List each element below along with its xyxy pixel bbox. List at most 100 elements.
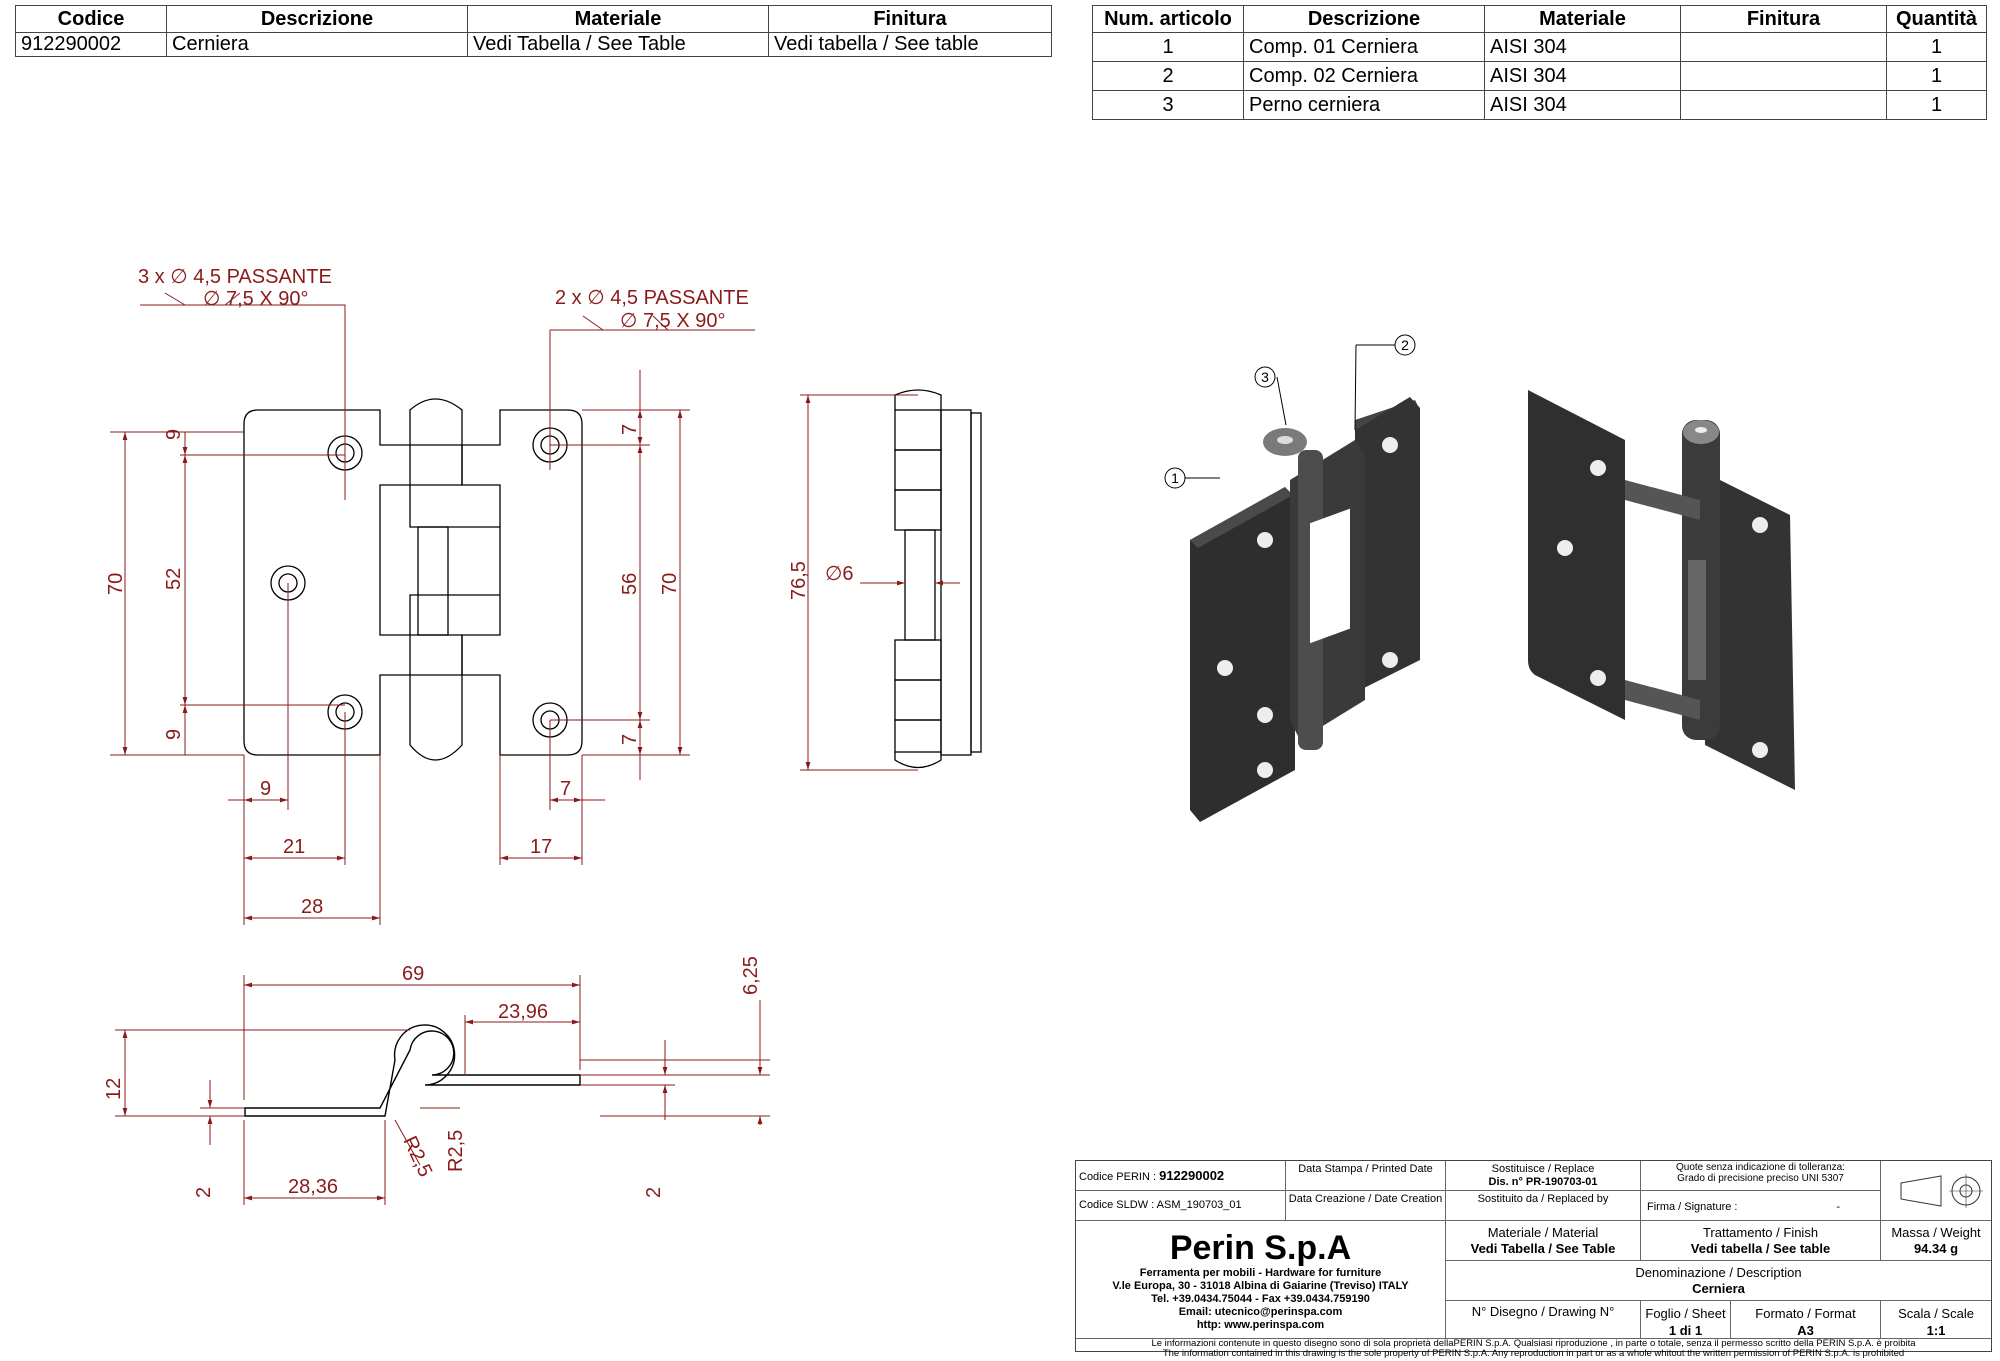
finish-label: Trattamento / Finish: [1702, 1225, 1819, 1240]
dim-70-left: 70: [105, 573, 127, 595]
isometric-view-back: [1528, 390, 1795, 790]
item-number-header: Num. articolo: [1092, 5, 1244, 33]
finish-cell: Vedi tabella / See table: [768, 32, 1052, 57]
hole-note-left: 3 x ∅ 4,5 PASSANTE: [138, 266, 332, 288]
dim-28-36: 28,36: [288, 1176, 338, 1198]
dim-9-bottom: 9: [163, 729, 185, 740]
item-number: 3: [1092, 90, 1244, 120]
dim-r2-5-a: R2,5: [398, 1133, 436, 1181]
dim-17: 17: [530, 836, 552, 858]
balloon-label-2: 2: [1401, 337, 1409, 353]
balloon-2: [1394, 334, 1416, 356]
sheet-value: 1 di 1: [1668, 1323, 1703, 1338]
part-description: Comp. 02 Cerniera: [1243, 61, 1485, 91]
copyright-notice-it: Le informazioni contenute in questo dise…: [1151, 1338, 1916, 1349]
finish-header: Finitura: [768, 5, 1052, 33]
balloon-label-1: 1: [1171, 470, 1179, 486]
dim-2-right: 2: [643, 1187, 665, 1198]
weight-label: Massa / Weight: [1891, 1225, 1981, 1240]
sldw-code: Codice SLDW : ASM_190703_01: [1076, 1191, 1286, 1221]
part-description: Perno cerniera: [1243, 90, 1485, 120]
dim-9-horizontal: 9: [260, 778, 271, 800]
dim-9-top: 9: [163, 429, 185, 440]
company-name: Perin S.p.A: [1169, 1229, 1352, 1267]
description-cell: Cerniera: [166, 32, 468, 57]
dim-7-top: 7: [619, 424, 641, 435]
balloon-label-3: 3: [1261, 369, 1269, 385]
quantity: 1: [1886, 90, 1987, 120]
copyright-notice-en: The information contained in this drawin…: [1162, 1348, 1905, 1359]
title-block: Codice PERIN : 912290002 Data Stampa / P…: [1075, 1160, 1992, 1359]
description-label: Denominazione / Description: [1635, 1265, 1802, 1280]
signature-dash: -: [1836, 1201, 1840, 1213]
countersink-note-right: ∅ 7,5 X 90°: [620, 310, 725, 332]
dim-12: 12: [103, 1078, 125, 1100]
dim-21: 21: [283, 836, 305, 858]
date-creation-label: Data Creazione / Date Creation: [1286, 1191, 1446, 1221]
weight-value: 94.34 g: [1913, 1241, 1959, 1256]
isometric-view-front: [1190, 397, 1420, 822]
dim-diameter-6: ∅6: [825, 563, 854, 585]
replaced-by-label: Sostituito da / Replaced by: [1446, 1191, 1641, 1221]
countersink-note-left: ∅ 7,5 X 90°: [203, 288, 308, 310]
dim-6-25: 6,25: [740, 956, 762, 995]
code-header: Codice: [15, 5, 167, 33]
dimension-lines: [110, 292, 960, 1205]
drawing-replace-number: Dis. n° PR-190703-01: [1488, 1176, 1598, 1188]
quantity: 1: [1886, 61, 1987, 91]
tolerance-note-2: Grado di precisione preciso UNI 5307: [1677, 1173, 1844, 1184]
part-finish-header: Finitura: [1680, 5, 1887, 33]
part-material: AISI 304: [1484, 90, 1681, 120]
balloons: [1164, 334, 1416, 489]
dim-23-96: 23,96: [498, 1001, 548, 1023]
signature-label: Firma / Signature :: [1647, 1201, 1738, 1213]
dim-56: 56: [619, 573, 641, 595]
front-view: [243, 398, 583, 761]
format-label: Formato / Format: [1755, 1306, 1856, 1321]
dim-7-horizontal: 7: [560, 778, 571, 800]
parts-table: Num. articolo Descrizione Materiale Fini…: [1092, 5, 1987, 120]
replace-label: Sostituisce / Replace: [1491, 1163, 1595, 1175]
quantity-header: Quantità: [1886, 5, 1987, 33]
balloon-1: [1164, 467, 1186, 489]
tolerance-note-1: Quote senza indicazione di tolleranza:: [1676, 1162, 1845, 1173]
projection-symbol-icon: [1900, 1174, 1983, 1208]
company-website: http: www.perinspa.com: [1196, 1319, 1325, 1331]
projection-symbol: [1881, 1161, 1991, 1221]
part-material: AISI 304: [1484, 32, 1681, 62]
hole-note-right: 2 x ∅ 4,5 PASSANTE: [555, 287, 749, 309]
dim-76-5: 76,5: [788, 561, 810, 600]
description-value: Cerniera: [1692, 1281, 1745, 1296]
printed-date-label: Data Stampa / Printed Date: [1286, 1161, 1446, 1191]
scale-value: 1:1: [1926, 1323, 1946, 1338]
balloon-3: [1254, 366, 1276, 388]
dim-52: 52: [163, 568, 185, 590]
codice-perin-label: Codice PERIN :: [1079, 1171, 1157, 1183]
dimension-text: 3 x ∅ 4,5 PASSANTE ∅ 7,5 X 90° 2 x ∅ 4,5…: [103, 266, 854, 1198]
table-row: 3 Perno cerniera AISI 304 1: [1092, 90, 1987, 120]
company-tagline: Ferramenta per mobili - Hardware for fur…: [1139, 1267, 1382, 1279]
company-address: V.le Europa, 30 - 31018 Albina di Gaiari…: [1112, 1280, 1409, 1292]
company-phone: Tel. +39.0434.75044 - Fax +39.0434.75919…: [1151, 1293, 1370, 1305]
material-label: Materiale / Material: [1487, 1225, 1599, 1240]
side-view: [894, 389, 982, 769]
item-number: 1: [1092, 32, 1244, 62]
part-material-header: Materiale: [1484, 5, 1681, 33]
company-email: Email: utecnico@perinspa.com: [1178, 1306, 1343, 1318]
balloon-labels: 1 2 3: [1171, 337, 1409, 486]
format-value: A3: [1797, 1323, 1814, 1338]
section-view: [244, 1024, 581, 1117]
material-cell: Vedi Tabella / See Table: [467, 32, 769, 57]
dim-2-left: 2: [193, 1187, 215, 1198]
code-table: Codice Descrizione Materiale Finitura 91…: [15, 5, 1052, 57]
dim-r2-5-b: R2,5: [445, 1130, 467, 1172]
dim-69: 69: [402, 963, 424, 985]
dim-7-bottom: 7: [619, 734, 641, 745]
dim-70-right: 70: [659, 573, 681, 595]
description-header: Descrizione: [166, 5, 468, 33]
drawing-number-label: N° Disegno / Drawing N°: [1446, 1301, 1641, 1339]
codice-perin-value: 912290002: [1159, 1168, 1225, 1183]
part-description-header: Descrizione: [1243, 5, 1485, 33]
scale-label: Scala / Scale: [1898, 1306, 1974, 1321]
